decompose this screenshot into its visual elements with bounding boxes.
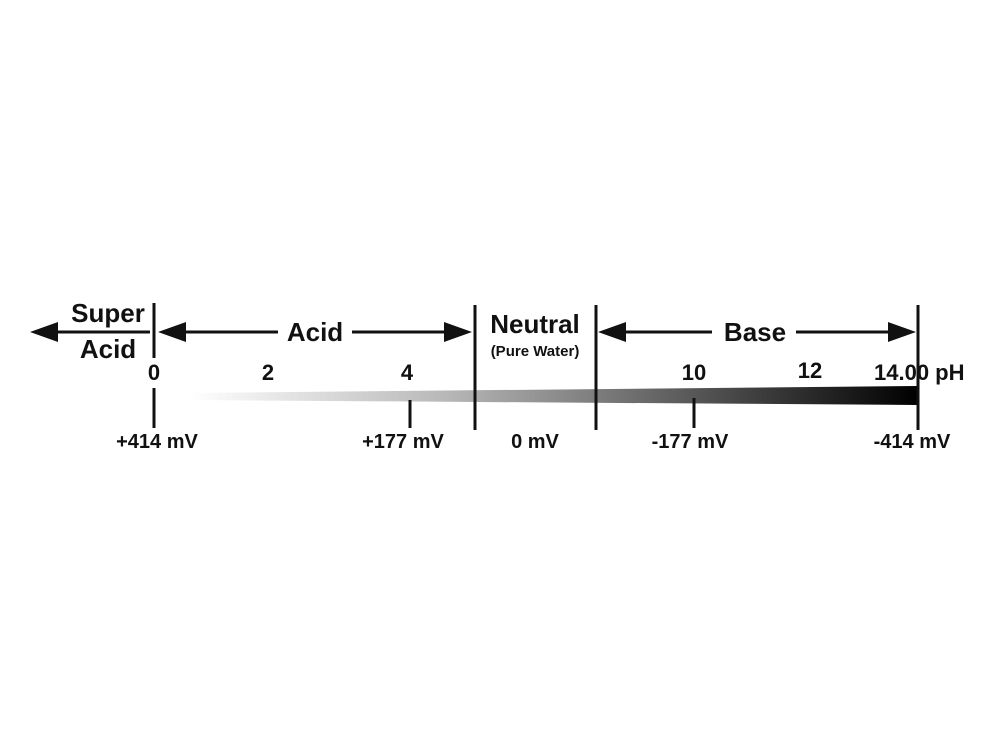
acid-arrow (158, 322, 472, 342)
neutral-sublabel: (Pure Water) (491, 343, 580, 360)
ph-tick-10: 10 (682, 360, 706, 385)
mv-label-minus-177: -177 mV (652, 431, 729, 453)
ph-tick-14: 14.00 pH (874, 360, 965, 385)
base-arrow (598, 322, 916, 342)
mv-label-minus-414: -414 mV (874, 431, 951, 453)
base-label: Base (724, 317, 786, 347)
ph-gradient-bar (190, 386, 918, 405)
ph-tick-4: 4 (401, 360, 414, 385)
neutral-label: Neutral (490, 309, 580, 339)
super-acid-label-line2: Acid (80, 334, 136, 364)
ph-tick-0: 0 (148, 360, 160, 385)
mv-label-zero: 0 mV (511, 431, 559, 453)
ph-tick-12: 12 (798, 358, 822, 383)
super-acid-label-line1: Super (71, 298, 145, 328)
super-acid-arrow (30, 322, 150, 342)
mv-label-plus-414: +414 mV (116, 431, 198, 453)
ph-tick-2: 2 (262, 360, 274, 385)
acid-label: Acid (287, 317, 343, 347)
mv-label-plus-177: +177 mV (362, 431, 444, 453)
